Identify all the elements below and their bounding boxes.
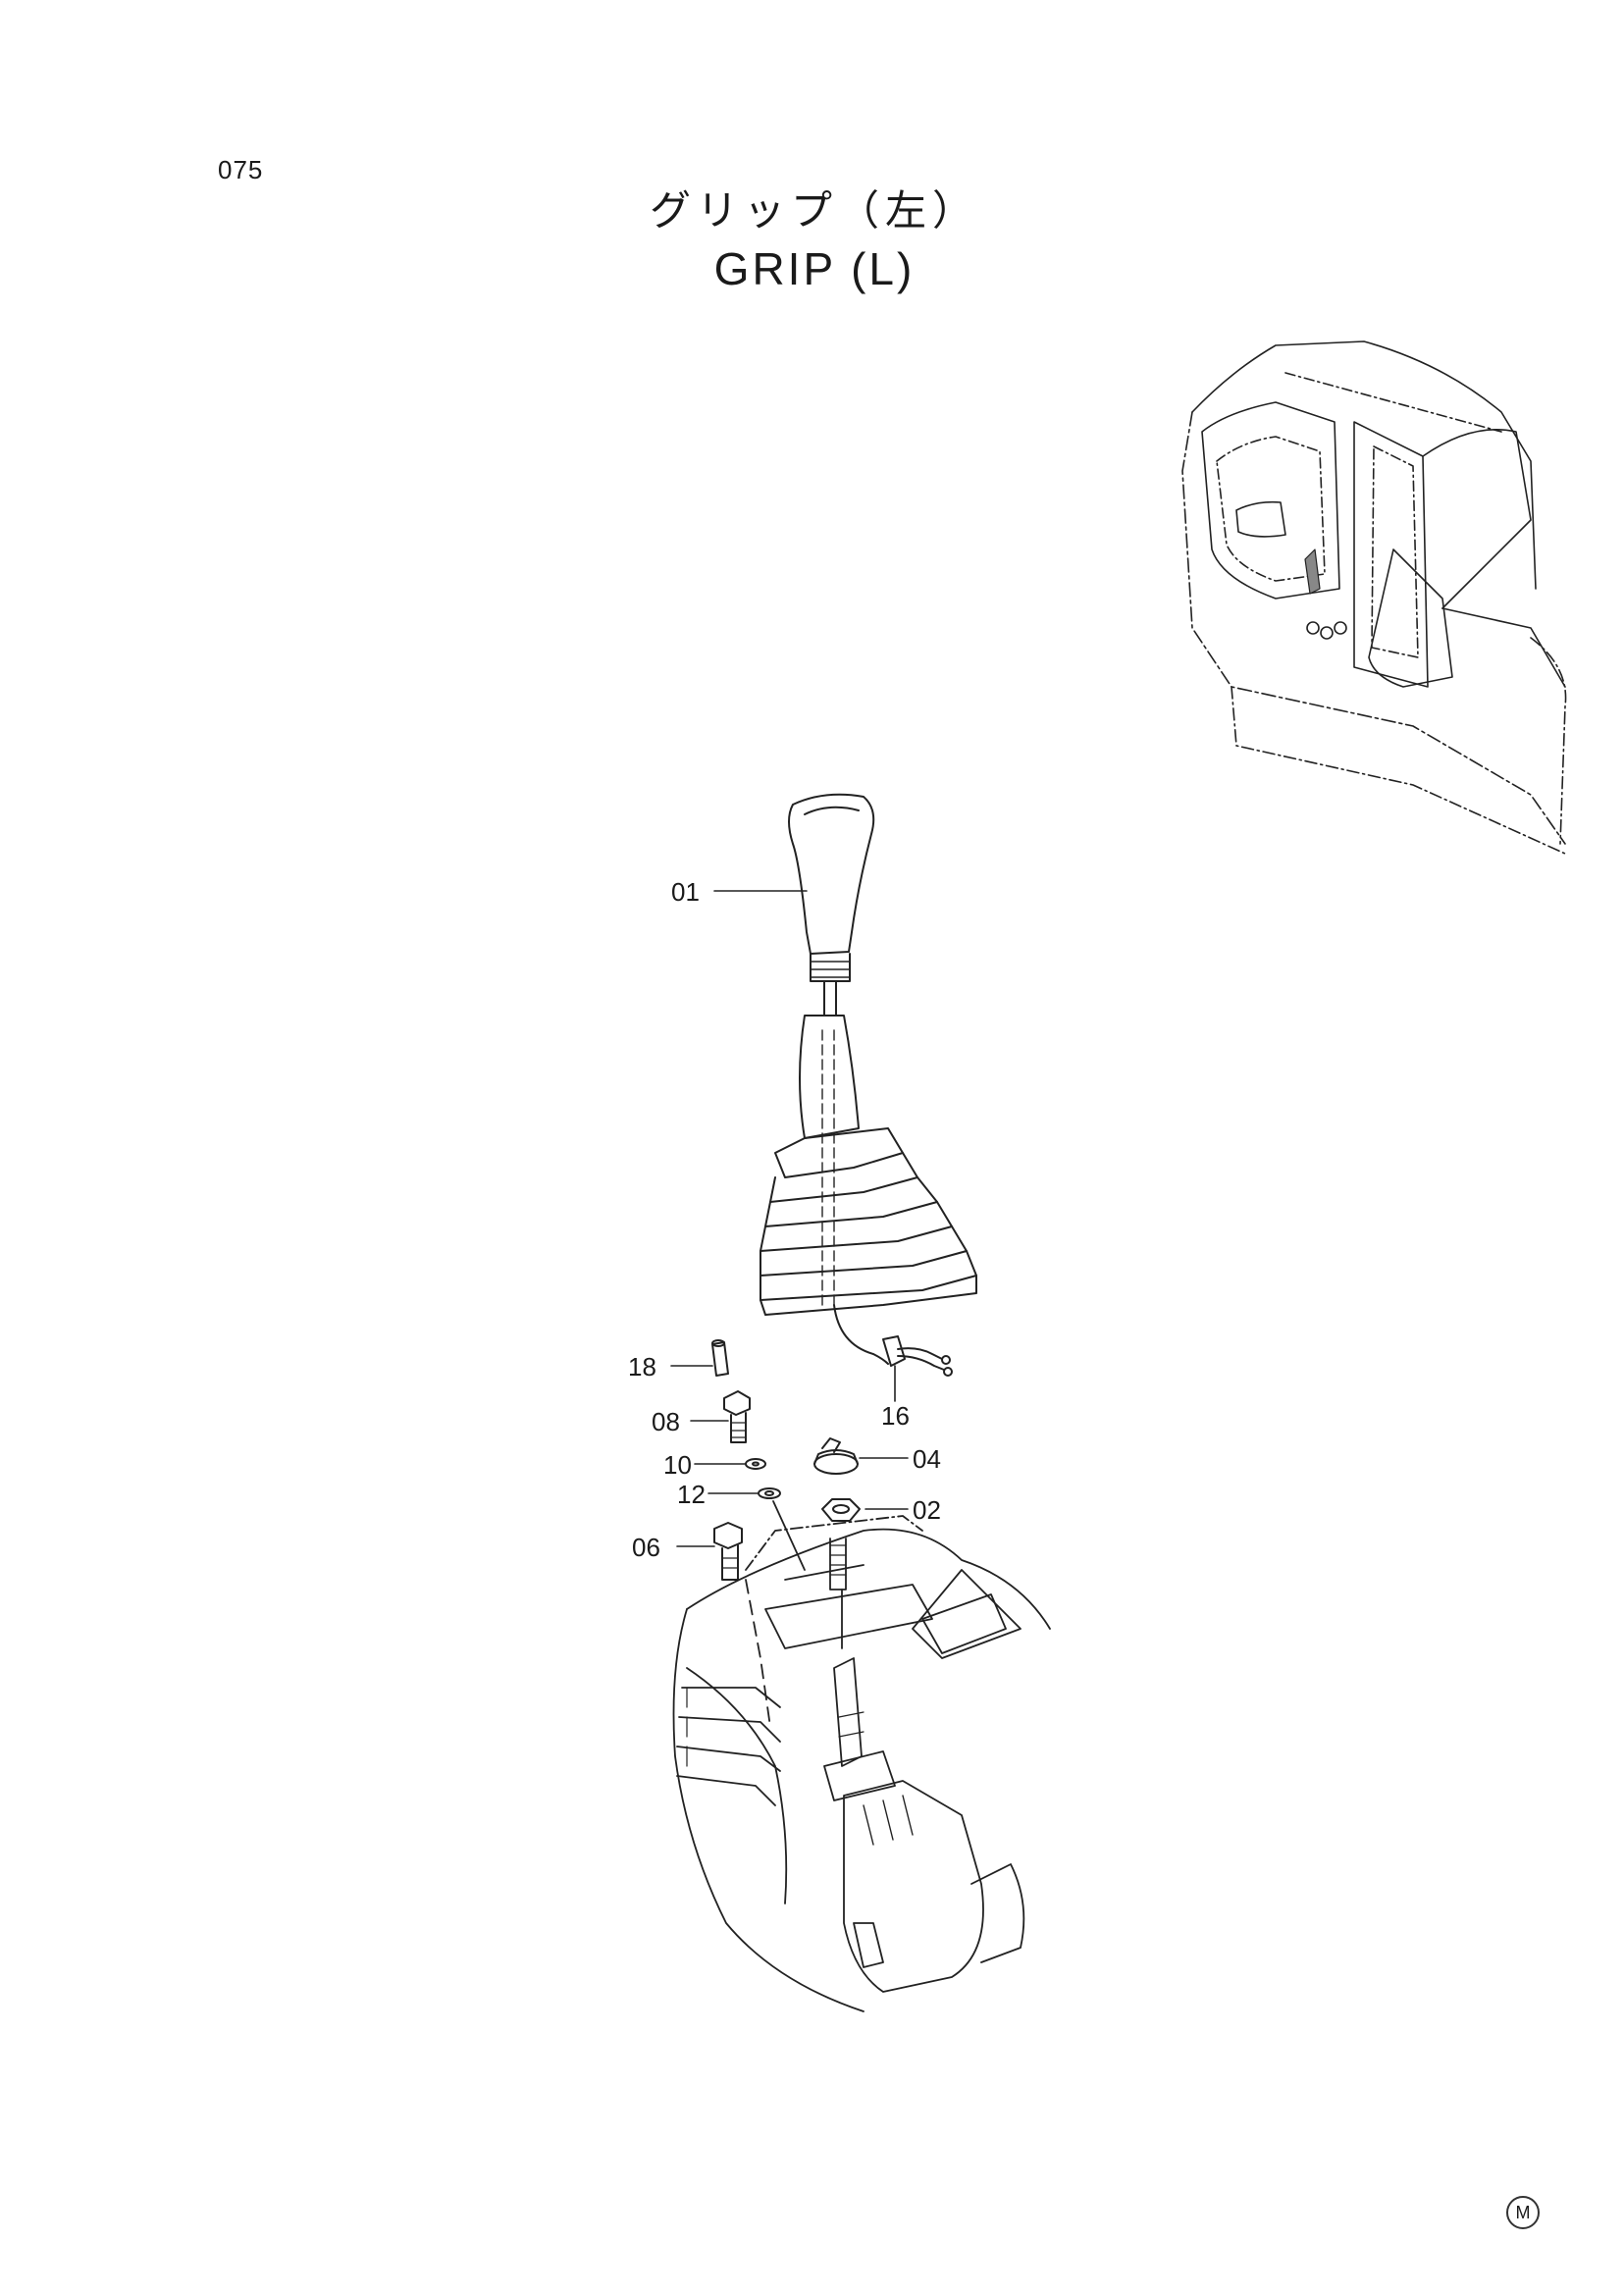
title-english: GRIP (L) [713, 243, 916, 294]
page-title: グリップ（左） GRIP (L) [608, 186, 1021, 296]
grip-boot [760, 1015, 977, 1365]
pilot-valve-console [672, 1500, 1051, 2012]
pin-18 [711, 1339, 729, 1377]
callout-10: 10 [663, 1450, 692, 1480]
callout-12: 12 [677, 1480, 706, 1509]
title-japanese: グリップ（左） [649, 186, 979, 235]
callout-labels: 01 02 04 06 08 10 12 16 18 [628, 877, 941, 1562]
washer-10 [745, 1458, 766, 1470]
callout-02: 02 [913, 1495, 941, 1525]
callout-08: 08 [652, 1407, 680, 1436]
cab-location-inset [1181, 340, 1567, 855]
callout-06: 06 [632, 1533, 660, 1562]
washer-12 [758, 1487, 781, 1499]
nut-02 [821, 1498, 861, 1522]
page-number: 075 [218, 155, 264, 184]
bolt-06 [713, 1522, 743, 1581]
cap-04 [813, 1437, 859, 1475]
callout-18: 18 [628, 1352, 656, 1382]
leader-lines [670, 890, 909, 1547]
grip-knob [788, 793, 875, 1017]
callout-01: 01 [671, 877, 700, 907]
callout-04: 04 [913, 1444, 941, 1474]
callout-16: 16 [881, 1401, 910, 1431]
bolt-08 [723, 1390, 751, 1443]
manufacturer-mark: M [1506, 2196, 1540, 2229]
harness-clip [882, 1335, 953, 1377]
